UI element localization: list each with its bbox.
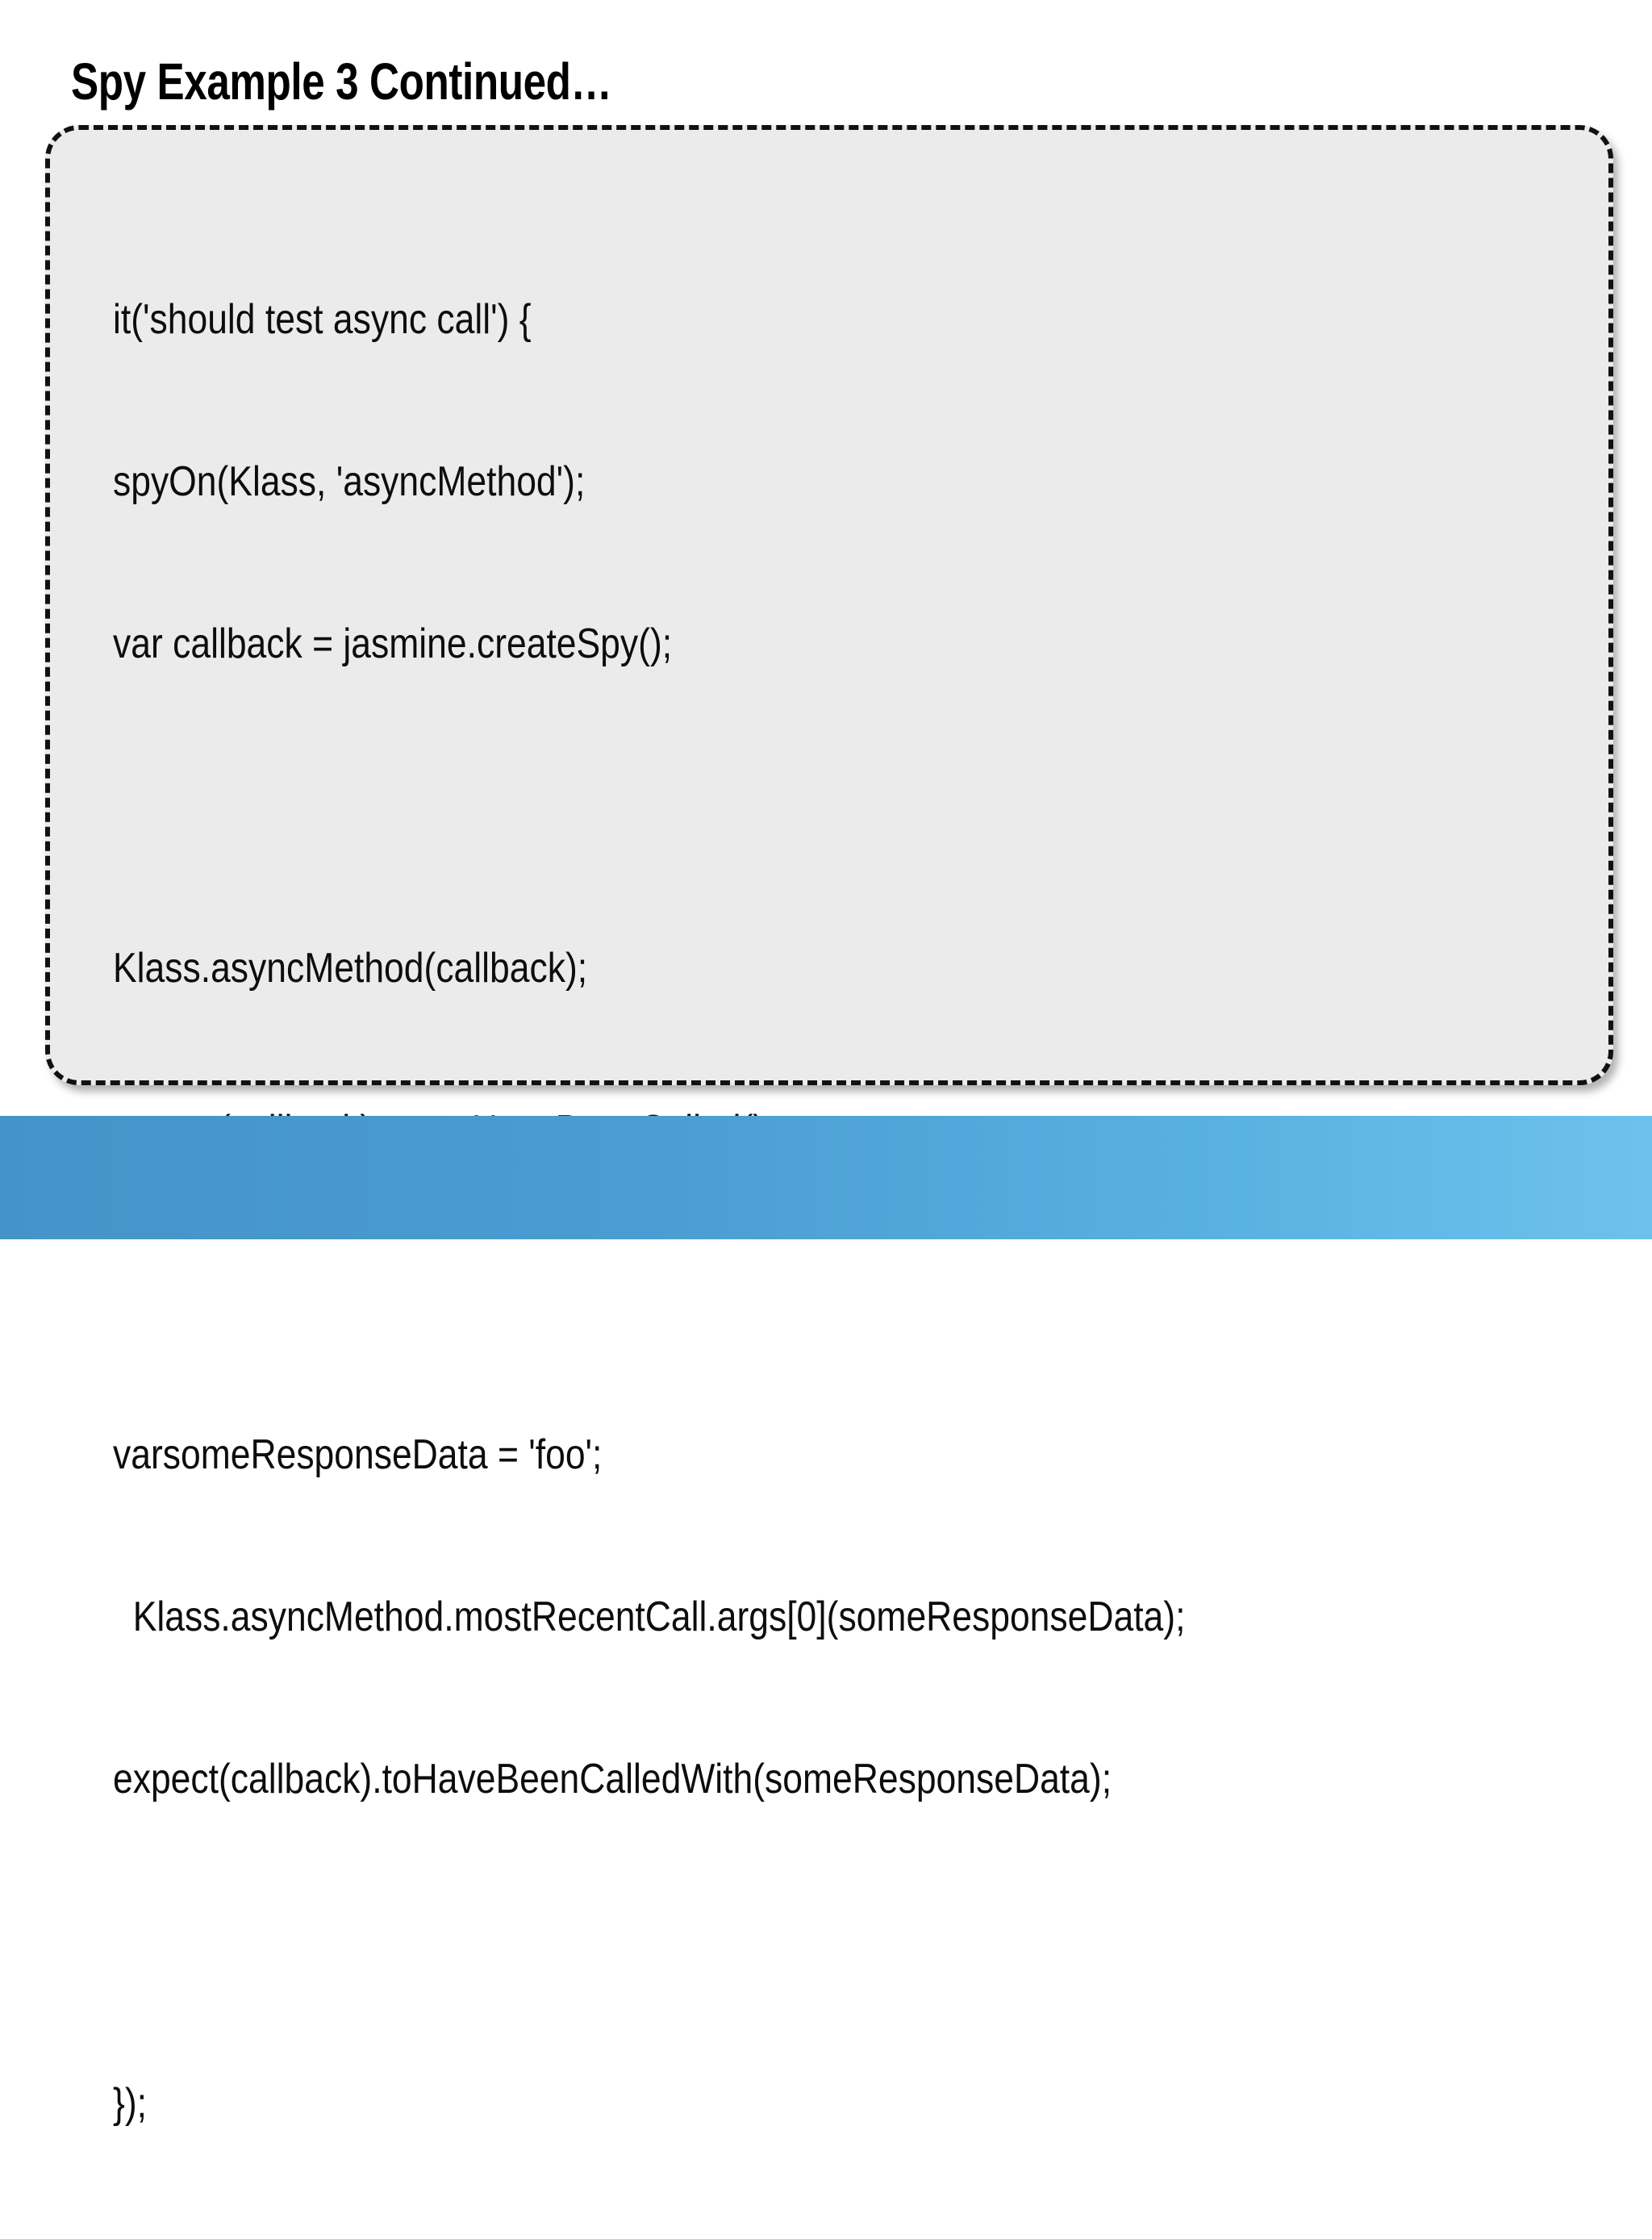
code-line: Klass.asyncMethod(callback); <box>113 945 588 992</box>
code-line: }); <box>113 2080 148 2127</box>
page-title: Spy Example 3 Continued… <box>71 52 612 111</box>
code-line: expect(callback).toHaveBeenCalledWith(so… <box>113 1756 1112 1802</box>
footer-accent-band <box>0 1116 1652 1239</box>
code-line: var callback = jasmine.createSpy(); <box>113 620 673 667</box>
code-line-blank <box>113 779 1364 833</box>
code-line: spyOn(Klass, 'asyncMethod'); <box>113 458 586 505</box>
code-line: varsomeResponseData = 'foo'; <box>113 1431 603 1478</box>
code-line: it('should test async call') { <box>113 296 532 343</box>
slide: Spy Example 3 Continued… it('should test… <box>0 52 1652 2127</box>
code-block-card: it('should test async call') { spyOn(Kla… <box>45 125 1613 2127</box>
code-line-blank <box>113 1915 1364 1969</box>
code-line-blank <box>113 1266 1364 1320</box>
code-line: Klass.asyncMethod.mostRecentCall.args[0]… <box>113 1594 1186 1640</box>
